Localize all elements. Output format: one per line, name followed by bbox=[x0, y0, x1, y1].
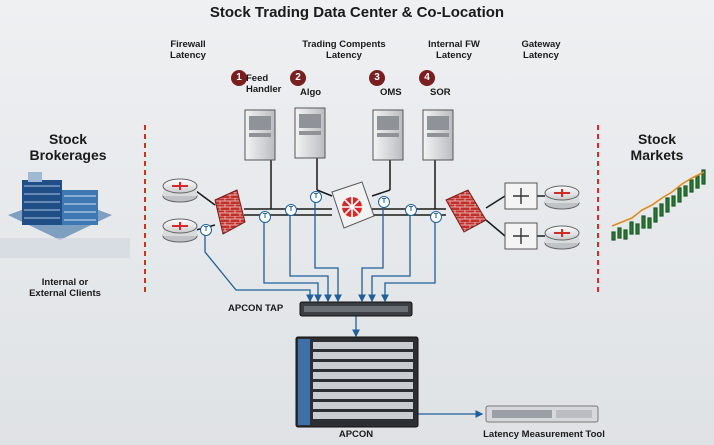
label-line: Markets bbox=[630, 147, 684, 164]
component-label-feed-handler: Feed Handler bbox=[246, 73, 282, 96]
tap-marker: T bbox=[200, 224, 212, 236]
label-line: Internal or bbox=[41, 277, 89, 288]
brokerages-building-image bbox=[0, 172, 130, 258]
label-line: Brokerages bbox=[29, 147, 107, 164]
diagram-title: Stock Trading Data Center & Co-Location bbox=[209, 4, 505, 21]
server-sor bbox=[422, 109, 454, 161]
component-number-badge: 4 bbox=[419, 70, 435, 86]
markets-candlestick-image bbox=[611, 169, 706, 241]
server-algo bbox=[294, 107, 326, 159]
latency-measurement-tool-label: Latency Measurement Tool bbox=[483, 429, 605, 440]
firewall-left bbox=[214, 189, 246, 235]
header-line: Firewall bbox=[170, 39, 206, 50]
router-left-top bbox=[162, 178, 198, 203]
apcon-tap-label: APCON TAP bbox=[228, 303, 284, 314]
header-line: Gateway bbox=[521, 39, 561, 50]
server-oms bbox=[372, 109, 404, 161]
tap-marker: T bbox=[310, 191, 322, 203]
tap-marker: T bbox=[378, 196, 390, 208]
firewall-right bbox=[445, 189, 487, 233]
apcon-slots bbox=[313, 342, 413, 419]
header-trading-latency: Trading Compents Latency bbox=[286, 39, 402, 62]
header-line: Latency bbox=[170, 49, 206, 61]
component-label-line: Handler bbox=[246, 83, 282, 95]
header-line: Internal FW bbox=[428, 39, 480, 50]
header-line: Latency bbox=[326, 49, 362, 61]
core-switch bbox=[331, 181, 375, 229]
header-line: Trading Compents bbox=[302, 39, 386, 50]
stock-markets-label: Stock Markets bbox=[612, 131, 702, 163]
label-line: Stock bbox=[48, 131, 88, 147]
apcon-chassis bbox=[295, 336, 419, 428]
header-firewall-latency: Firewall Latency bbox=[155, 39, 221, 62]
clients-caption: Internal or External Clients bbox=[5, 277, 125, 300]
label-line: External Clients bbox=[29, 287, 101, 299]
header-line: Latency bbox=[523, 49, 559, 61]
server-feed-handler bbox=[244, 109, 276, 161]
apcon-tap-device bbox=[299, 301, 413, 317]
label-line: Stock bbox=[637, 131, 677, 147]
gateway-switch-top bbox=[504, 182, 538, 210]
tap-marker: T bbox=[285, 204, 297, 216]
tap-marker: T bbox=[430, 211, 442, 223]
tap-marker: T bbox=[405, 204, 417, 216]
component-label-algo: Algo bbox=[300, 87, 322, 98]
tap-marker: T bbox=[259, 211, 271, 223]
tap-wires bbox=[204, 202, 484, 418]
gateway-switch-bottom bbox=[504, 222, 538, 250]
header-line: Latency bbox=[436, 49, 472, 61]
network-bus bbox=[195, 158, 548, 237]
header-internal-fw-latency: Internal FW Latency bbox=[416, 39, 492, 62]
stock-brokerages-label: Stock Brokerages bbox=[10, 131, 126, 163]
component-label-sor: SOR bbox=[430, 87, 451, 98]
component-number-badge: 3 bbox=[369, 70, 385, 86]
component-number-badge: 1 bbox=[231, 70, 247, 86]
router-right-bottom bbox=[544, 225, 580, 250]
component-label-oms: OMS bbox=[380, 87, 402, 98]
router-left-bottom bbox=[162, 218, 198, 243]
component-label-line: Feed bbox=[246, 73, 269, 84]
latency-measurement-tool-device bbox=[485, 405, 599, 423]
component-number-badge: 2 bbox=[290, 70, 306, 86]
apcon-label: APCON bbox=[338, 429, 374, 440]
router-right-top bbox=[544, 185, 580, 210]
markets-trend-line bbox=[611, 171, 705, 227]
header-gateway-latency: Gateway Latency bbox=[508, 39, 574, 62]
